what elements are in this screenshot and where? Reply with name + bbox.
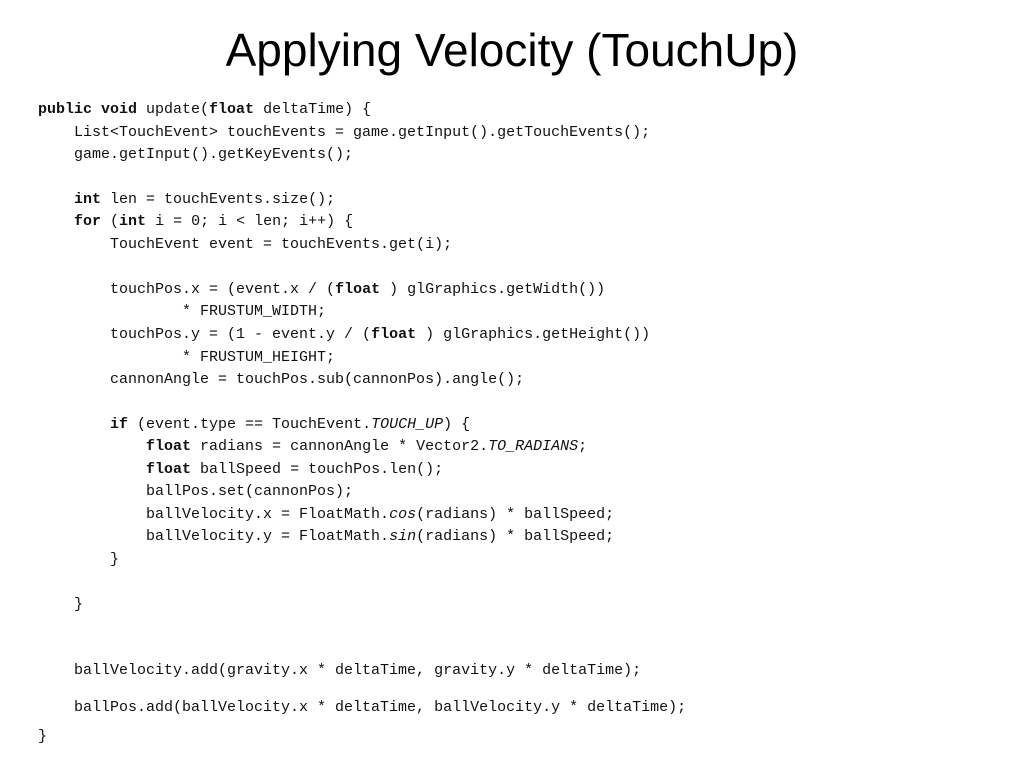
- code-constant: cos: [389, 506, 417, 523]
- code-text: TouchEvent event = touchEvents.get(i);: [38, 236, 453, 253]
- code-text: i = 0; i < len; i++) {: [146, 213, 354, 230]
- code-text: }: [38, 596, 84, 613]
- code-constant: TO_RADIANS: [488, 438, 579, 455]
- code-line: game.getInput().getKeyEvents();: [38, 145, 353, 165]
- code-keyword: if: [110, 416, 129, 433]
- code-text: touchPos.x = (event.x / (: [38, 281, 336, 298]
- code-text: List<TouchEvent> touchEvents = game.getI…: [38, 124, 651, 141]
- code-line: * FRUSTUM_HEIGHT;: [38, 348, 335, 368]
- code-line: touchPos.x = (event.x / (float ) glGraph…: [38, 280, 605, 300]
- code-keyword: float: [371, 326, 417, 343]
- code-text: (event.type == TouchEvent.: [128, 416, 372, 433]
- code-line: ballPos.add(ballVelocity.x * deltaTime, …: [38, 698, 686, 718]
- code-text: (: [101, 213, 120, 230]
- code-text: ballPos.set(cannonPos);: [38, 483, 354, 500]
- code-constant: sin: [389, 528, 417, 545]
- code-text: ballVelocity.add(gravity.x * deltaTime, …: [38, 662, 642, 679]
- code-text: [38, 213, 74, 230]
- code-line: if (event.type == TouchEvent.TOUCH_UP) {: [38, 415, 470, 435]
- code-text: * FRUSTUM_HEIGHT;: [38, 349, 336, 366]
- code-text: radians = cannonAngle * Vector2.: [191, 438, 489, 455]
- code-text: * FRUSTUM_WIDTH;: [38, 303, 327, 320]
- code-line: cannonAngle = touchPos.sub(cannonPos).an…: [38, 370, 524, 390]
- code-text: }: [38, 728, 48, 745]
- code-text: ;: [578, 438, 588, 455]
- code-text: (radians) * ballSpeed;: [416, 506, 615, 523]
- code-line: }: [38, 550, 119, 570]
- code-text: cannonAngle = touchPos.sub(cannonPos).an…: [38, 371, 525, 388]
- slide-title: Applying Velocity (TouchUp): [225, 24, 799, 76]
- code-keyword: for: [74, 213, 102, 230]
- code-text: ballVelocity.y = FloatMath.: [38, 528, 390, 545]
- code-text: ballVelocity.x = FloatMath.: [38, 506, 390, 523]
- code-keyword: int: [74, 191, 102, 208]
- code-text: [38, 416, 110, 433]
- code-text: ) glGraphics.getWidth()): [380, 281, 606, 298]
- code-text: ballPos.add(ballVelocity.x * deltaTime, …: [38, 699, 687, 716]
- code-keyword: public void: [38, 101, 138, 118]
- code-text: ) glGraphics.getHeight()): [416, 326, 651, 343]
- code-keyword: float: [146, 461, 192, 478]
- code-line: int len = touchEvents.size();: [38, 190, 335, 210]
- code-line: ballVelocity.add(gravity.x * deltaTime, …: [38, 661, 641, 681]
- code-text: ballSpeed = touchPos.len();: [191, 461, 444, 478]
- code-line: }: [38, 595, 83, 615]
- code-text: touchPos.y = (1 - event.y / (: [38, 326, 372, 343]
- code-line: }: [38, 727, 47, 747]
- code-text: [38, 438, 146, 455]
- code-keyword: float: [335, 281, 381, 298]
- code-line: List<TouchEvent> touchEvents = game.getI…: [38, 123, 650, 143]
- code-keyword: float: [146, 438, 192, 455]
- code-text: ) {: [443, 416, 471, 433]
- code-keyword: float: [209, 101, 255, 118]
- code-line: TouchEvent event = touchEvents.get(i);: [38, 235, 452, 255]
- code-text: (radians) * ballSpeed;: [416, 528, 615, 545]
- code-line: ballVelocity.y = FloatMath.sin(radians) …: [38, 527, 614, 547]
- code-text: deltaTime) {: [254, 101, 372, 118]
- code-constant: TOUCH_UP: [371, 416, 444, 433]
- code-line: float ballSpeed = touchPos.len();: [38, 460, 443, 480]
- code-line: touchPos.y = (1 - event.y / (float ) glG…: [38, 325, 650, 345]
- code-line: ballPos.set(cannonPos);: [38, 482, 353, 502]
- code-line: float radians = cannonAngle * Vector2.TO…: [38, 437, 587, 457]
- code-line: public void update(float deltaTime) {: [38, 100, 371, 120]
- code-text: [38, 461, 146, 478]
- code-text: }: [38, 551, 120, 568]
- code-line: ballVelocity.x = FloatMath.cos(radians) …: [38, 505, 614, 525]
- code-line: * FRUSTUM_WIDTH;: [38, 302, 326, 322]
- code-text: game.getInput().getKeyEvents();: [38, 146, 354, 163]
- code-line: for (int i = 0; i < len; i++) {: [38, 212, 353, 232]
- code-keyword: int: [119, 213, 147, 230]
- code-text: len = touchEvents.size();: [101, 191, 336, 208]
- code-text: update(: [137, 101, 210, 118]
- code-text: [38, 191, 74, 208]
